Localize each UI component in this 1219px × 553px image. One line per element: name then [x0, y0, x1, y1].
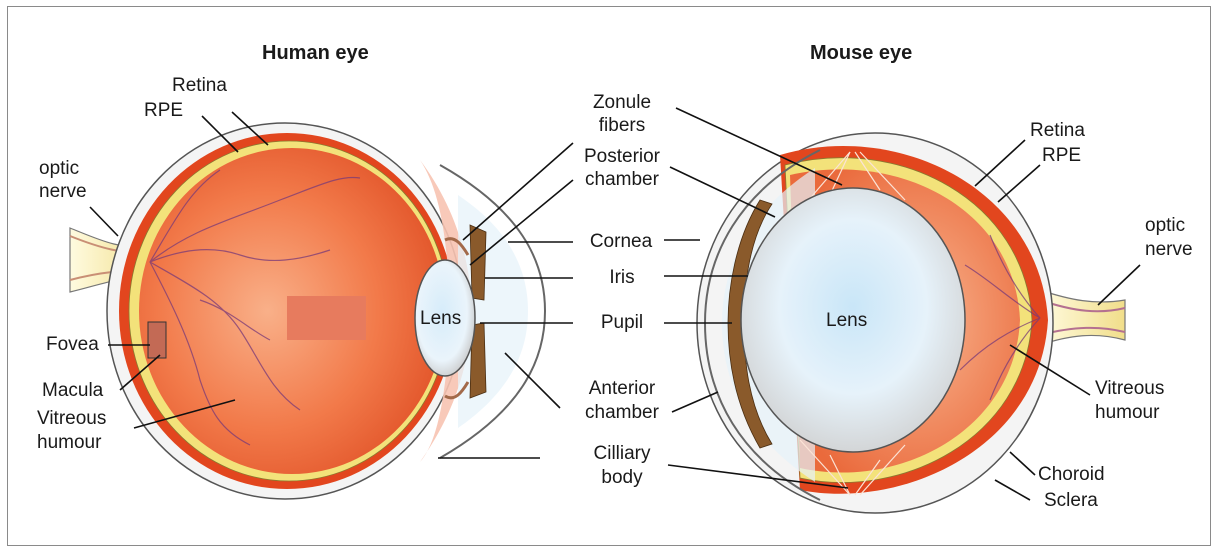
- leader-choroid-mouse: [1010, 452, 1035, 475]
- label-choroid-mouse: Choroid: [1038, 464, 1105, 486]
- label-rpe-mouse: RPE: [1042, 145, 1081, 167]
- label-vitreous-mouse-2: humour: [1095, 402, 1159, 424]
- label-macula: Macula: [42, 380, 103, 402]
- leader-anterior-mouse: [672, 392, 718, 412]
- human-eye: [70, 123, 545, 499]
- leader-optic-nerve-mouse: [1098, 265, 1140, 305]
- label-zonule-2: fibers: [574, 115, 670, 137]
- leader-optic-nerve-human: [90, 207, 118, 236]
- leader-rpe-mouse: [998, 165, 1040, 202]
- label-rpe-human: RPE: [144, 100, 183, 122]
- title-mouse-eye: Mouse eye: [810, 42, 912, 64]
- label-optic-nerve-human-2: nerve: [39, 181, 87, 203]
- label-vitreous-human-2: humour: [37, 432, 101, 454]
- title-human-eye: Human eye: [262, 42, 369, 64]
- label-anterior-1: Anterior: [570, 378, 674, 400]
- label-posterior-2: chamber: [570, 169, 674, 191]
- label-posterior-1: Posterior: [570, 146, 674, 168]
- label-lens-human: Lens: [420, 308, 461, 330]
- human-label-patch: [287, 296, 366, 340]
- label-cornea: Cornea: [578, 231, 664, 253]
- label-vitreous-human-1: Vitreous: [37, 408, 106, 430]
- human-macula: [148, 322, 166, 358]
- label-sclera-mouse: Sclera: [1044, 490, 1098, 512]
- leader-sclera-mouse: [995, 480, 1030, 500]
- label-optic-nerve-mouse-1: optic: [1145, 215, 1185, 237]
- label-optic-nerve-mouse-2: nerve: [1145, 239, 1193, 261]
- label-zonule-1: Zonule: [574, 92, 670, 114]
- leader-retina-mouse: [975, 140, 1025, 186]
- label-pupil: Pupil: [584, 312, 660, 334]
- mouse-eye: [697, 133, 1125, 513]
- label-anterior-2: chamber: [570, 402, 674, 424]
- label-lens-mouse: Lens: [826, 310, 867, 332]
- label-retina-mouse: Retina: [1030, 120, 1085, 142]
- label-ciliary-1: Cilliary: [574, 443, 670, 465]
- label-retina-human: Retina: [172, 75, 227, 97]
- label-ciliary-2: body: [574, 467, 670, 489]
- label-fovea: Fovea: [46, 334, 99, 356]
- label-vitreous-mouse-1: Vitreous: [1095, 378, 1164, 400]
- label-optic-nerve-human-1: optic: [39, 158, 79, 180]
- label-iris: Iris: [590, 267, 654, 289]
